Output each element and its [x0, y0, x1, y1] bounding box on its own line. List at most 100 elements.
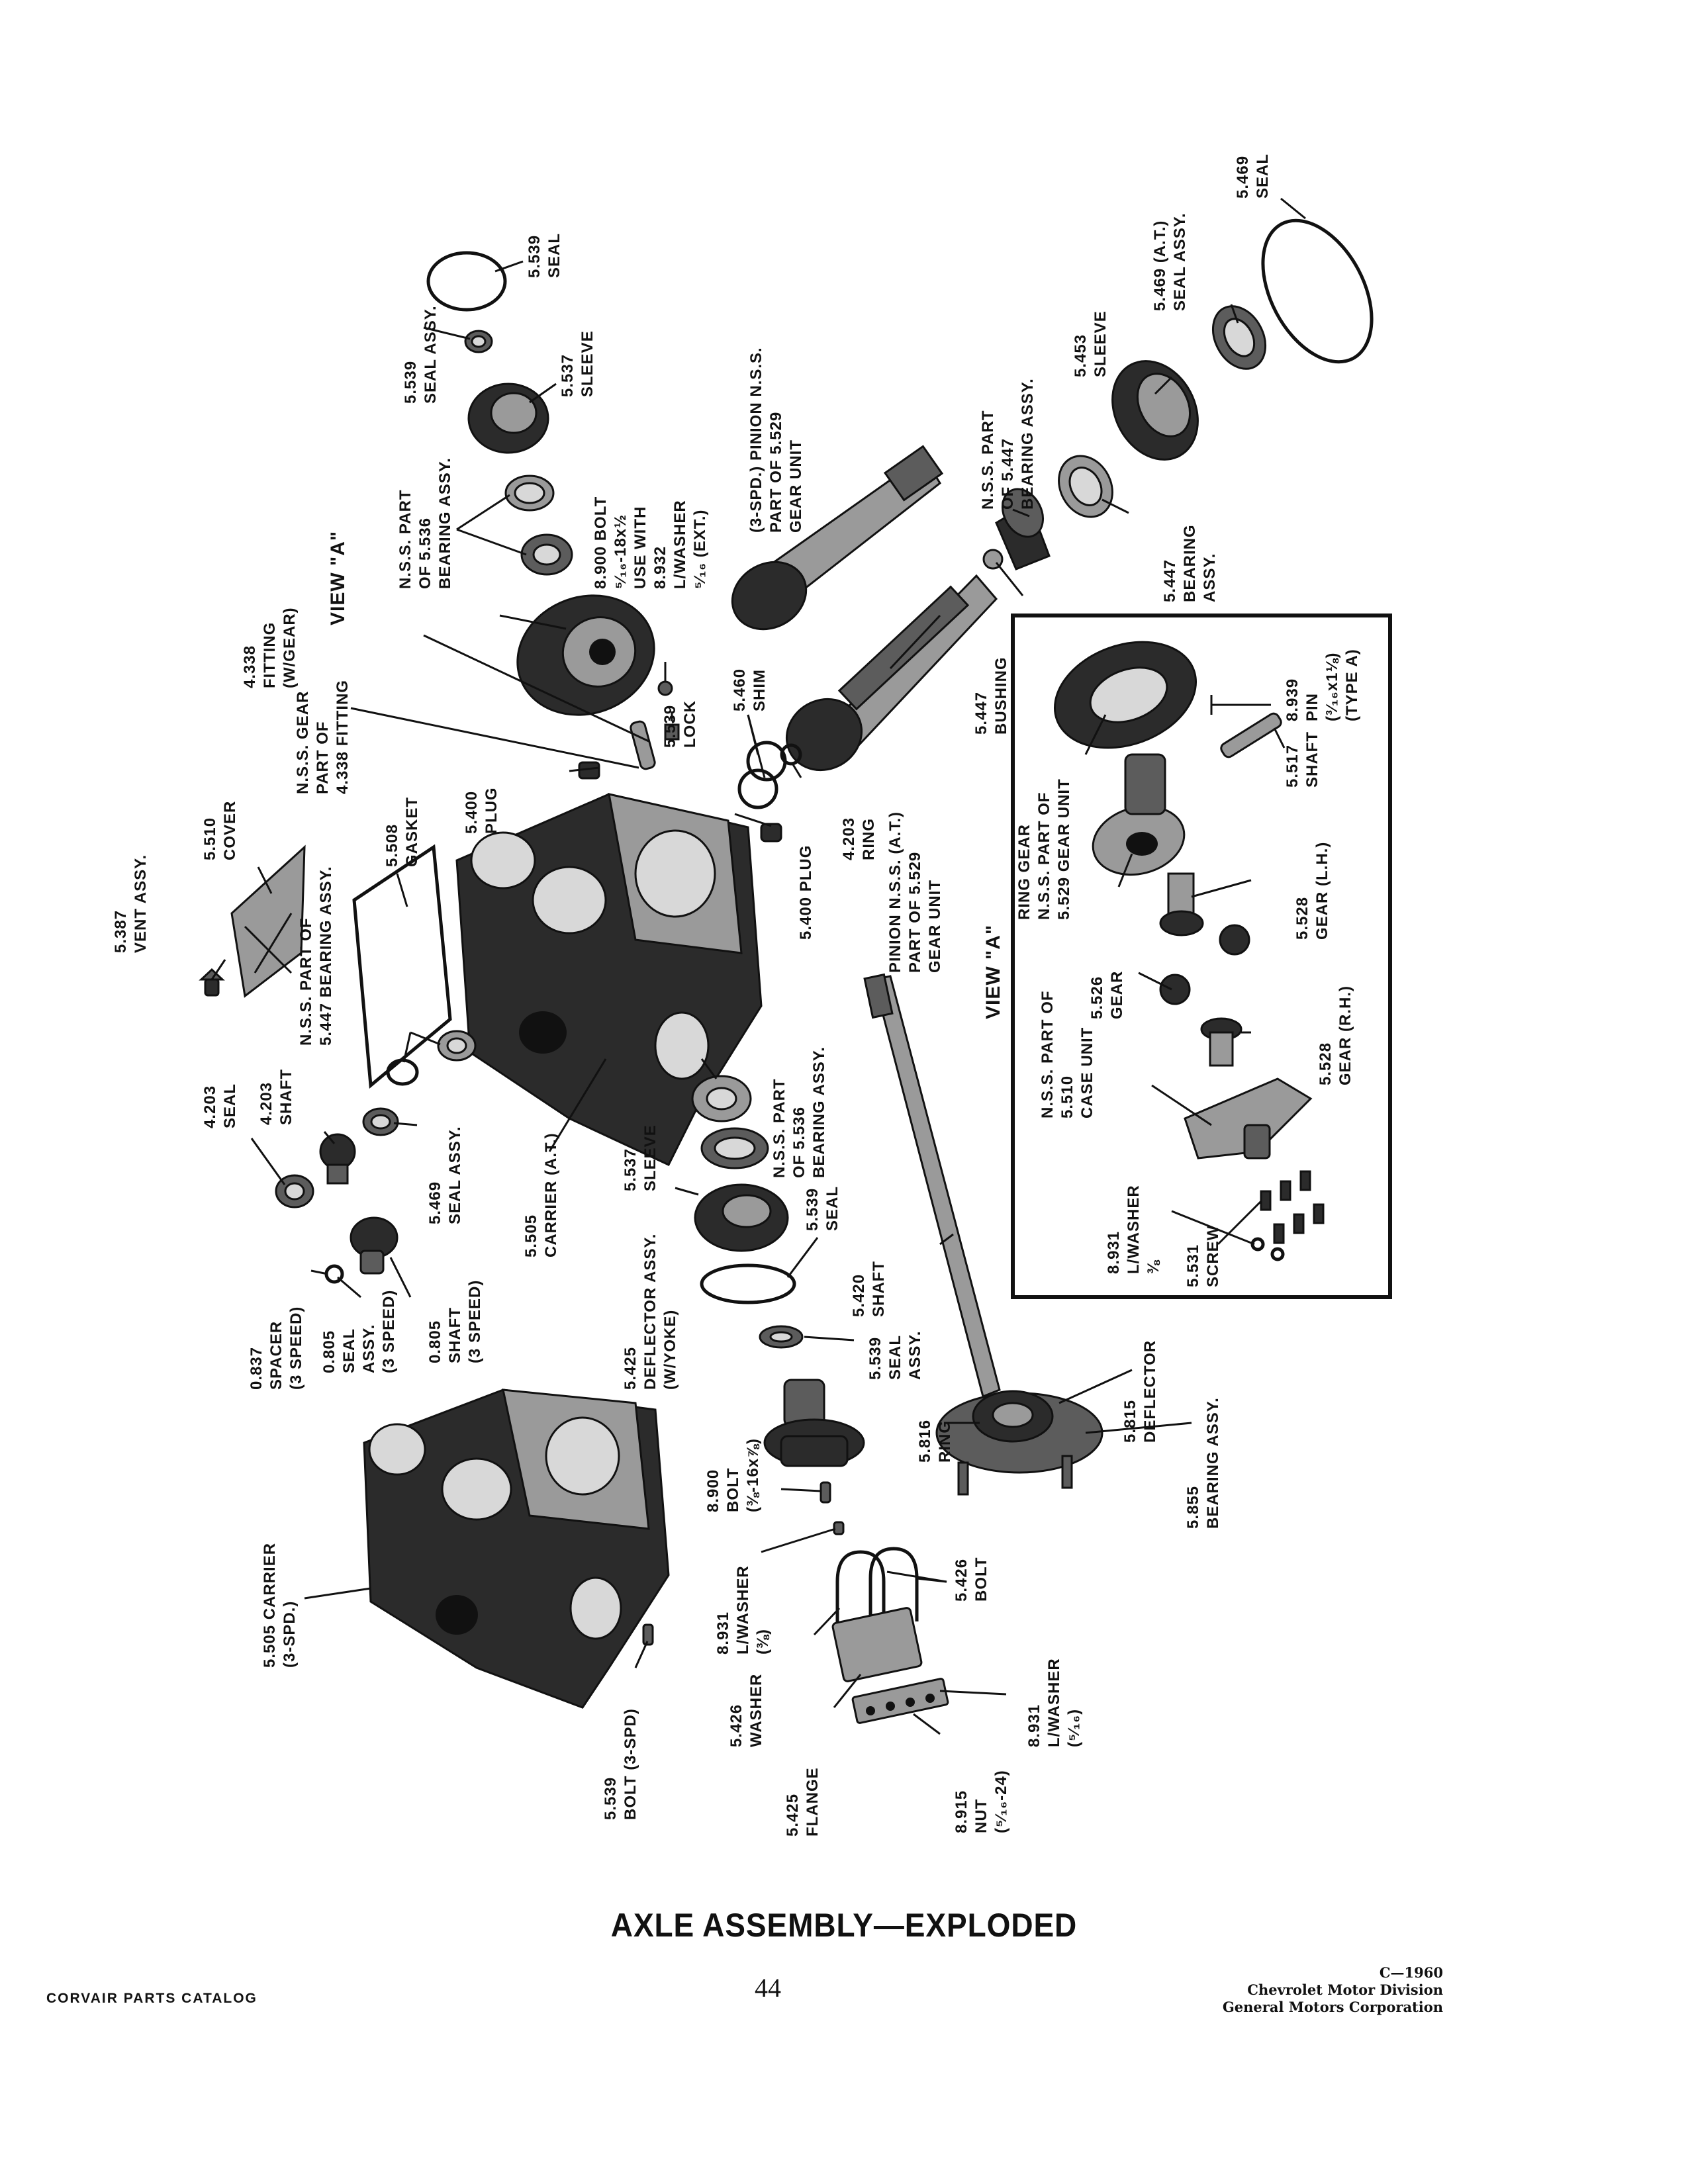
shim-5460 — [737, 741, 787, 809]
svg-text:N.S.S. GEAR: N.S.S. GEAR — [294, 691, 312, 794]
svg-text:(3 SPEED): (3 SPEED) — [466, 1280, 484, 1363]
pinion-3spd — [731, 445, 944, 631]
svg-text:SHAFT: SHAFT — [446, 1307, 464, 1363]
label-8939-pin: 8.939 PIN (³⁄₁₆x1⅛) (TYPE A) — [1284, 649, 1361, 721]
label-5426-bolt: 5.426 BOLT — [953, 1557, 990, 1602]
svg-text:0.805: 0.805 — [426, 1320, 444, 1363]
seal-assy-5469-left — [362, 1107, 399, 1136]
svg-text:8.931: 8.931 — [1025, 1704, 1043, 1747]
svg-text:GASKET: GASKET — [403, 797, 421, 867]
svg-text:5.425: 5.425 — [784, 1794, 802, 1837]
ring-nss-5447 — [386, 1058, 419, 1086]
label-5816-ring: 5.816 RING — [916, 1420, 954, 1463]
svg-text:SEAL: SEAL — [221, 1083, 239, 1128]
svg-text:PLUG: PLUG — [483, 787, 500, 834]
svg-text:5.517: 5.517 — [1284, 745, 1301, 788]
svg-text:0.805: 0.805 — [320, 1330, 338, 1373]
svg-text:5.460: 5.460 — [731, 668, 749, 711]
svg-text:4.203: 4.203 — [840, 817, 858, 860]
svg-text:GEAR UNIT: GEAR UNIT — [787, 439, 805, 533]
svg-text:5.510: 5.510 — [1058, 1075, 1076, 1118]
seal-assy-5469-at — [1211, 305, 1267, 370]
vent-assy-5387 — [199, 968, 225, 997]
svg-text:FITTING: FITTING — [261, 622, 279, 688]
svg-text:SEAL: SEAL — [823, 1186, 841, 1231]
label-5537-sleeve-top: 5.537 SLEEVE — [559, 330, 596, 397]
label-5426-washer: 5.426 WASHER — [727, 1674, 765, 1747]
svg-text:SHIM: SHIM — [751, 669, 769, 711]
svg-text:CARRIER (A.T.): CARRIER (A.T.) — [542, 1132, 560, 1257]
bearing-cup-nss-5536-mid — [700, 1127, 769, 1169]
view-a-screws-5531 — [1260, 1170, 1325, 1244]
svg-text:BEARING ASSY.: BEARING ASSY. — [1019, 378, 1037, 510]
label-0837-spacer: 0.837 SPACER (3 SPEED) — [248, 1306, 305, 1390]
label-5528-gear-lh: 5.528 GEAR (L.H.) — [1293, 842, 1331, 940]
svg-text:ASSY.: ASSY. — [906, 1331, 924, 1380]
label-5539-seal-top: 5.539 SEAL — [526, 233, 563, 278]
publisher-credits: C—1960 Chevrolet Motor Division General … — [1223, 1964, 1443, 2016]
label-0805-shaft: 0.805 SHAFT (3 SPEED) — [426, 1280, 484, 1363]
svg-text:DEFLECTOR: DEFLECTOR — [1141, 1340, 1159, 1443]
svg-text:PIN: PIN — [1303, 693, 1321, 721]
svg-text:5.469 (A.T.): 5.469 (A.T.) — [1151, 220, 1169, 311]
svg-text:OF 5.447: OF 5.447 — [999, 438, 1017, 510]
sleeve-5453 — [1111, 360, 1199, 461]
svg-text:5.400 PLUG: 5.400 PLUG — [797, 845, 815, 940]
svg-text:VIEW "A": VIEW "A" — [327, 531, 349, 625]
svg-text:5.426: 5.426 — [727, 1704, 745, 1747]
label-5425-deflector-yoke: 5.425 DEFLECTOR ASSY. (W/YOKE) — [622, 1234, 679, 1390]
svg-text:8.939: 8.939 — [1284, 678, 1301, 721]
view-a-ring-gear — [1053, 641, 1197, 749]
svg-text:GEAR (R.H.): GEAR (R.H.) — [1336, 985, 1354, 1085]
label-4203-shaft: 4.203 SHAFT — [258, 1069, 295, 1125]
svg-text:(3 SPEED): (3 SPEED) — [380, 1290, 398, 1373]
deflector-assy-yoke-5425 — [763, 1379, 865, 1467]
svg-text:VENT ASSY.: VENT ASSY. — [132, 854, 150, 953]
label-5447-bushing: 5.447 BUSHING — [972, 657, 1010, 735]
label-5537-sleeve-mid: 5.537 SLEEVE — [622, 1124, 659, 1191]
svg-text:8.932: 8.932 — [651, 546, 669, 589]
svg-text:L/WASHER: L/WASHER — [671, 500, 689, 589]
svg-text:L/WASHER: L/WASHER — [1125, 1185, 1143, 1274]
bearing-assy-5447 — [1058, 455, 1113, 518]
svg-text:5.447 BEARING ASSY.: 5.447 BEARING ASSY. — [317, 866, 335, 1046]
svg-text:OF 5.536: OF 5.536 — [416, 518, 434, 589]
flange-5425 — [831, 1607, 923, 1682]
svg-text:(⁵⁄₁₆): (⁵⁄₁₆) — [1065, 1709, 1083, 1747]
svg-text:COVER: COVER — [221, 801, 239, 860]
bolt-8900 — [657, 680, 673, 696]
label-nss-5447-bearing-top: N.S.S. PART OF 5.447 BEARING ASSY. — [979, 378, 1037, 510]
seal-assy-5539 — [464, 330, 493, 353]
svg-text:(⁵⁄₁₆-24): (⁵⁄₁₆-24) — [992, 1770, 1010, 1833]
svg-text:5.508: 5.508 — [383, 824, 401, 867]
svg-text:(3-SPD.): (3-SPD.) — [281, 1601, 299, 1668]
svg-text:SEAL: SEAL — [886, 1335, 904, 1380]
bearing-cone-nss-5536-mid — [691, 1075, 752, 1122]
svg-text:4.203: 4.203 — [201, 1085, 219, 1128]
svg-text:5.469: 5.469 — [426, 1181, 444, 1224]
svg-text:PART OF: PART OF — [314, 721, 332, 794]
svg-text:PART OF 5.529: PART OF 5.529 — [906, 852, 924, 973]
svg-text:DEFLECTOR ASSY.: DEFLECTOR ASSY. — [641, 1234, 659, 1390]
bolt-8900-yoke — [820, 1481, 831, 1504]
seal-assy-5539-mid — [759, 1325, 804, 1349]
carrier-at-5505 — [455, 793, 763, 1166]
leader-lines — [211, 197, 1306, 1735]
svg-text:SLEEVE: SLEEVE — [641, 1124, 659, 1191]
label-5526-gear: 5.526 GEAR — [1088, 971, 1126, 1019]
svg-text:SHAFT: SHAFT — [1303, 731, 1321, 788]
label-4203-ring: 4.203 RING — [840, 817, 878, 860]
svg-text:N.S.S. PART: N.S.S. PART — [979, 410, 997, 510]
svg-text:5.453: 5.453 — [1072, 334, 1090, 377]
svg-text:(3 SPEED): (3 SPEED) — [287, 1306, 305, 1390]
hub-deflector-bearing-ring — [935, 1390, 1103, 1496]
svg-text:SCREW: SCREW — [1204, 1225, 1222, 1287]
svg-text:SEAL: SEAL — [340, 1328, 358, 1373]
view-a-pin-8939 — [1210, 695, 1271, 715]
seal-ring-5539-mid — [700, 1263, 796, 1304]
svg-text:NUT: NUT — [972, 1799, 990, 1833]
svg-text:5.537: 5.537 — [559, 354, 577, 397]
svg-text:GEAR UNIT: GEAR UNIT — [926, 880, 944, 973]
seal-ring-5469 — [1261, 218, 1374, 364]
svg-text:8.915: 8.915 — [953, 1790, 970, 1833]
